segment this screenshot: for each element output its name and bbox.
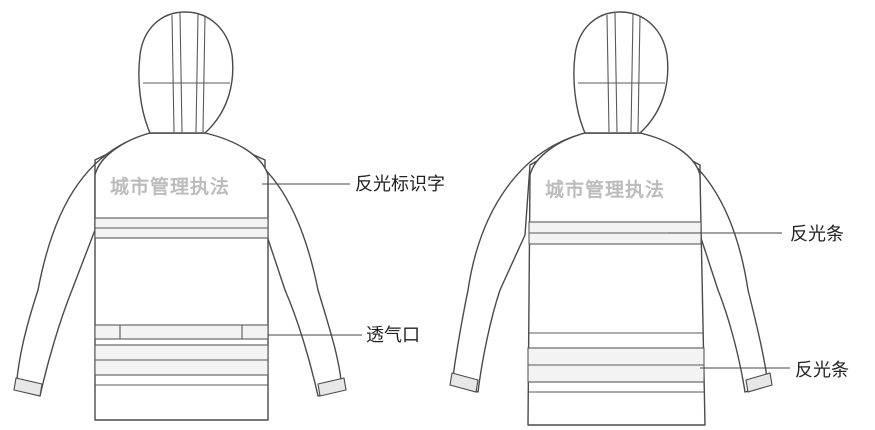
front-vent-callout: 透气口 <box>366 325 420 346</box>
front-vent-band <box>94 324 269 340</box>
back-hood-seam-1 <box>606 14 610 133</box>
front-reflective-text-callout: 反光标识字 <box>355 174 445 195</box>
front-left-cuff <box>13 377 43 397</box>
back-right-sleeve <box>639 132 769 393</box>
back-reflective-text: 城市管理执法 <box>545 178 665 201</box>
back-hood-seam-4 <box>637 15 641 133</box>
back-jacket: 城市管理执法 <box>449 11 773 426</box>
back-upper-strip-callout: 反光条 <box>790 224 844 245</box>
back-left-cuff <box>449 372 479 393</box>
back-left-sleeve <box>451 132 586 393</box>
front-reflective-text: 城市管理执法 <box>110 175 230 198</box>
front-hood <box>138 11 234 134</box>
back-right-cuff <box>745 372 773 393</box>
front-hood-seam-3 <box>195 13 199 133</box>
front-right-sleeve <box>204 132 343 397</box>
front-left-sleeve <box>15 132 151 397</box>
back-lower-strip-callout: 反光条 <box>795 360 849 381</box>
front-hood-seam-2 <box>179 12 183 133</box>
front-jacket: 城市管理执法 <box>13 11 347 421</box>
back-hood-seam-2 <box>614 12 618 133</box>
back-hood-seam-3 <box>630 13 634 133</box>
front-hood-seam-1 <box>171 14 175 133</box>
back-hood <box>573 11 669 134</box>
front-hood-seam-4 <box>202 15 206 133</box>
front-right-cuff <box>317 377 347 397</box>
